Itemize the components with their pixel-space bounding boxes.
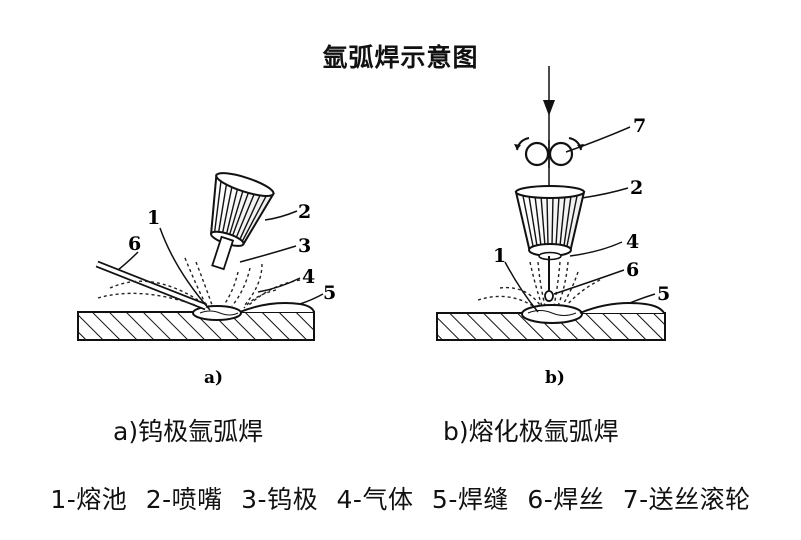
sublabel-b: b) (545, 368, 565, 388)
parts-legend: 1-熔池 2-喷嘴 3-钨极 4-气体 5-焊缝 6-焊丝 7-送丝滚轮 (0, 480, 801, 516)
caption-mig: b)熔化极氩弧焊 (443, 417, 619, 446)
weld-pool-b (521, 304, 583, 324)
wire-feed-arrow (543, 100, 555, 116)
legend-item-feed-roller: 7-送丝滚轮 (622, 485, 751, 514)
shielding-gas-b (477, 261, 601, 309)
workpiece-b (436, 312, 666, 341)
leader-1-a (159, 227, 211, 311)
label-7-b: 7 (633, 115, 646, 137)
label-4-a: 4 (302, 266, 315, 288)
leader-6-b (553, 269, 625, 295)
legend-item-weld-seam: 5-焊缝 (431, 485, 509, 514)
leader-5-a (299, 293, 324, 305)
label-5-a: 5 (323, 282, 336, 304)
leader-7-b (565, 126, 631, 153)
label-1-a: 1 (147, 207, 160, 229)
wire-feed-rollers (514, 137, 584, 168)
label-2-b: 2 (630, 177, 643, 199)
label-6-b: 6 (626, 259, 639, 281)
label-1-b: 1 (493, 245, 506, 267)
nozzle-a (210, 172, 275, 271)
leader-4-a (257, 277, 301, 293)
caption-tig: a)钨极氩弧焊 (113, 417, 264, 446)
leader-5-b (629, 293, 656, 304)
legend-item-filler-wire: 6-焊丝 (527, 485, 605, 514)
label-4-b: 4 (626, 231, 639, 253)
leader-4-b (569, 241, 623, 257)
wire-droplet (544, 290, 554, 302)
leader-6-a (117, 251, 139, 271)
mig-welding-figure: 7 2 4 6 5 1 b) (436, 66, 670, 388)
weld-seam-a (239, 302, 315, 313)
leader-3-a (239, 245, 297, 263)
legend-item-nozzle: 2-喷嘴 (145, 485, 223, 514)
shielding-gas-a (97, 257, 301, 309)
diagram-title: 氩弧焊示意图 (322, 43, 479, 72)
legend-item-weld-pool: 1-熔池 (50, 485, 128, 514)
tungsten-electrode (211, 235, 235, 271)
tig-welding-figure: 1 2 3 4 5 6 a) (77, 172, 336, 388)
filler-wire-a (95, 260, 208, 311)
sublabel-a: a) (204, 368, 223, 388)
nozzle-b (514, 185, 586, 261)
legend-item-tungsten-electrode: 3-钨极 (241, 485, 319, 514)
weld-seam-b (579, 302, 665, 314)
leader-1-b (504, 261, 539, 313)
label-3-a: 3 (298, 235, 311, 257)
leader-2-b (581, 187, 629, 199)
label-5-b: 5 (657, 283, 670, 305)
leader-2-a (264, 210, 298, 221)
legend-item-gas: 4-气体 (336, 485, 414, 514)
label-2-a: 2 (298, 201, 311, 223)
label-6-a: 6 (128, 233, 141, 255)
